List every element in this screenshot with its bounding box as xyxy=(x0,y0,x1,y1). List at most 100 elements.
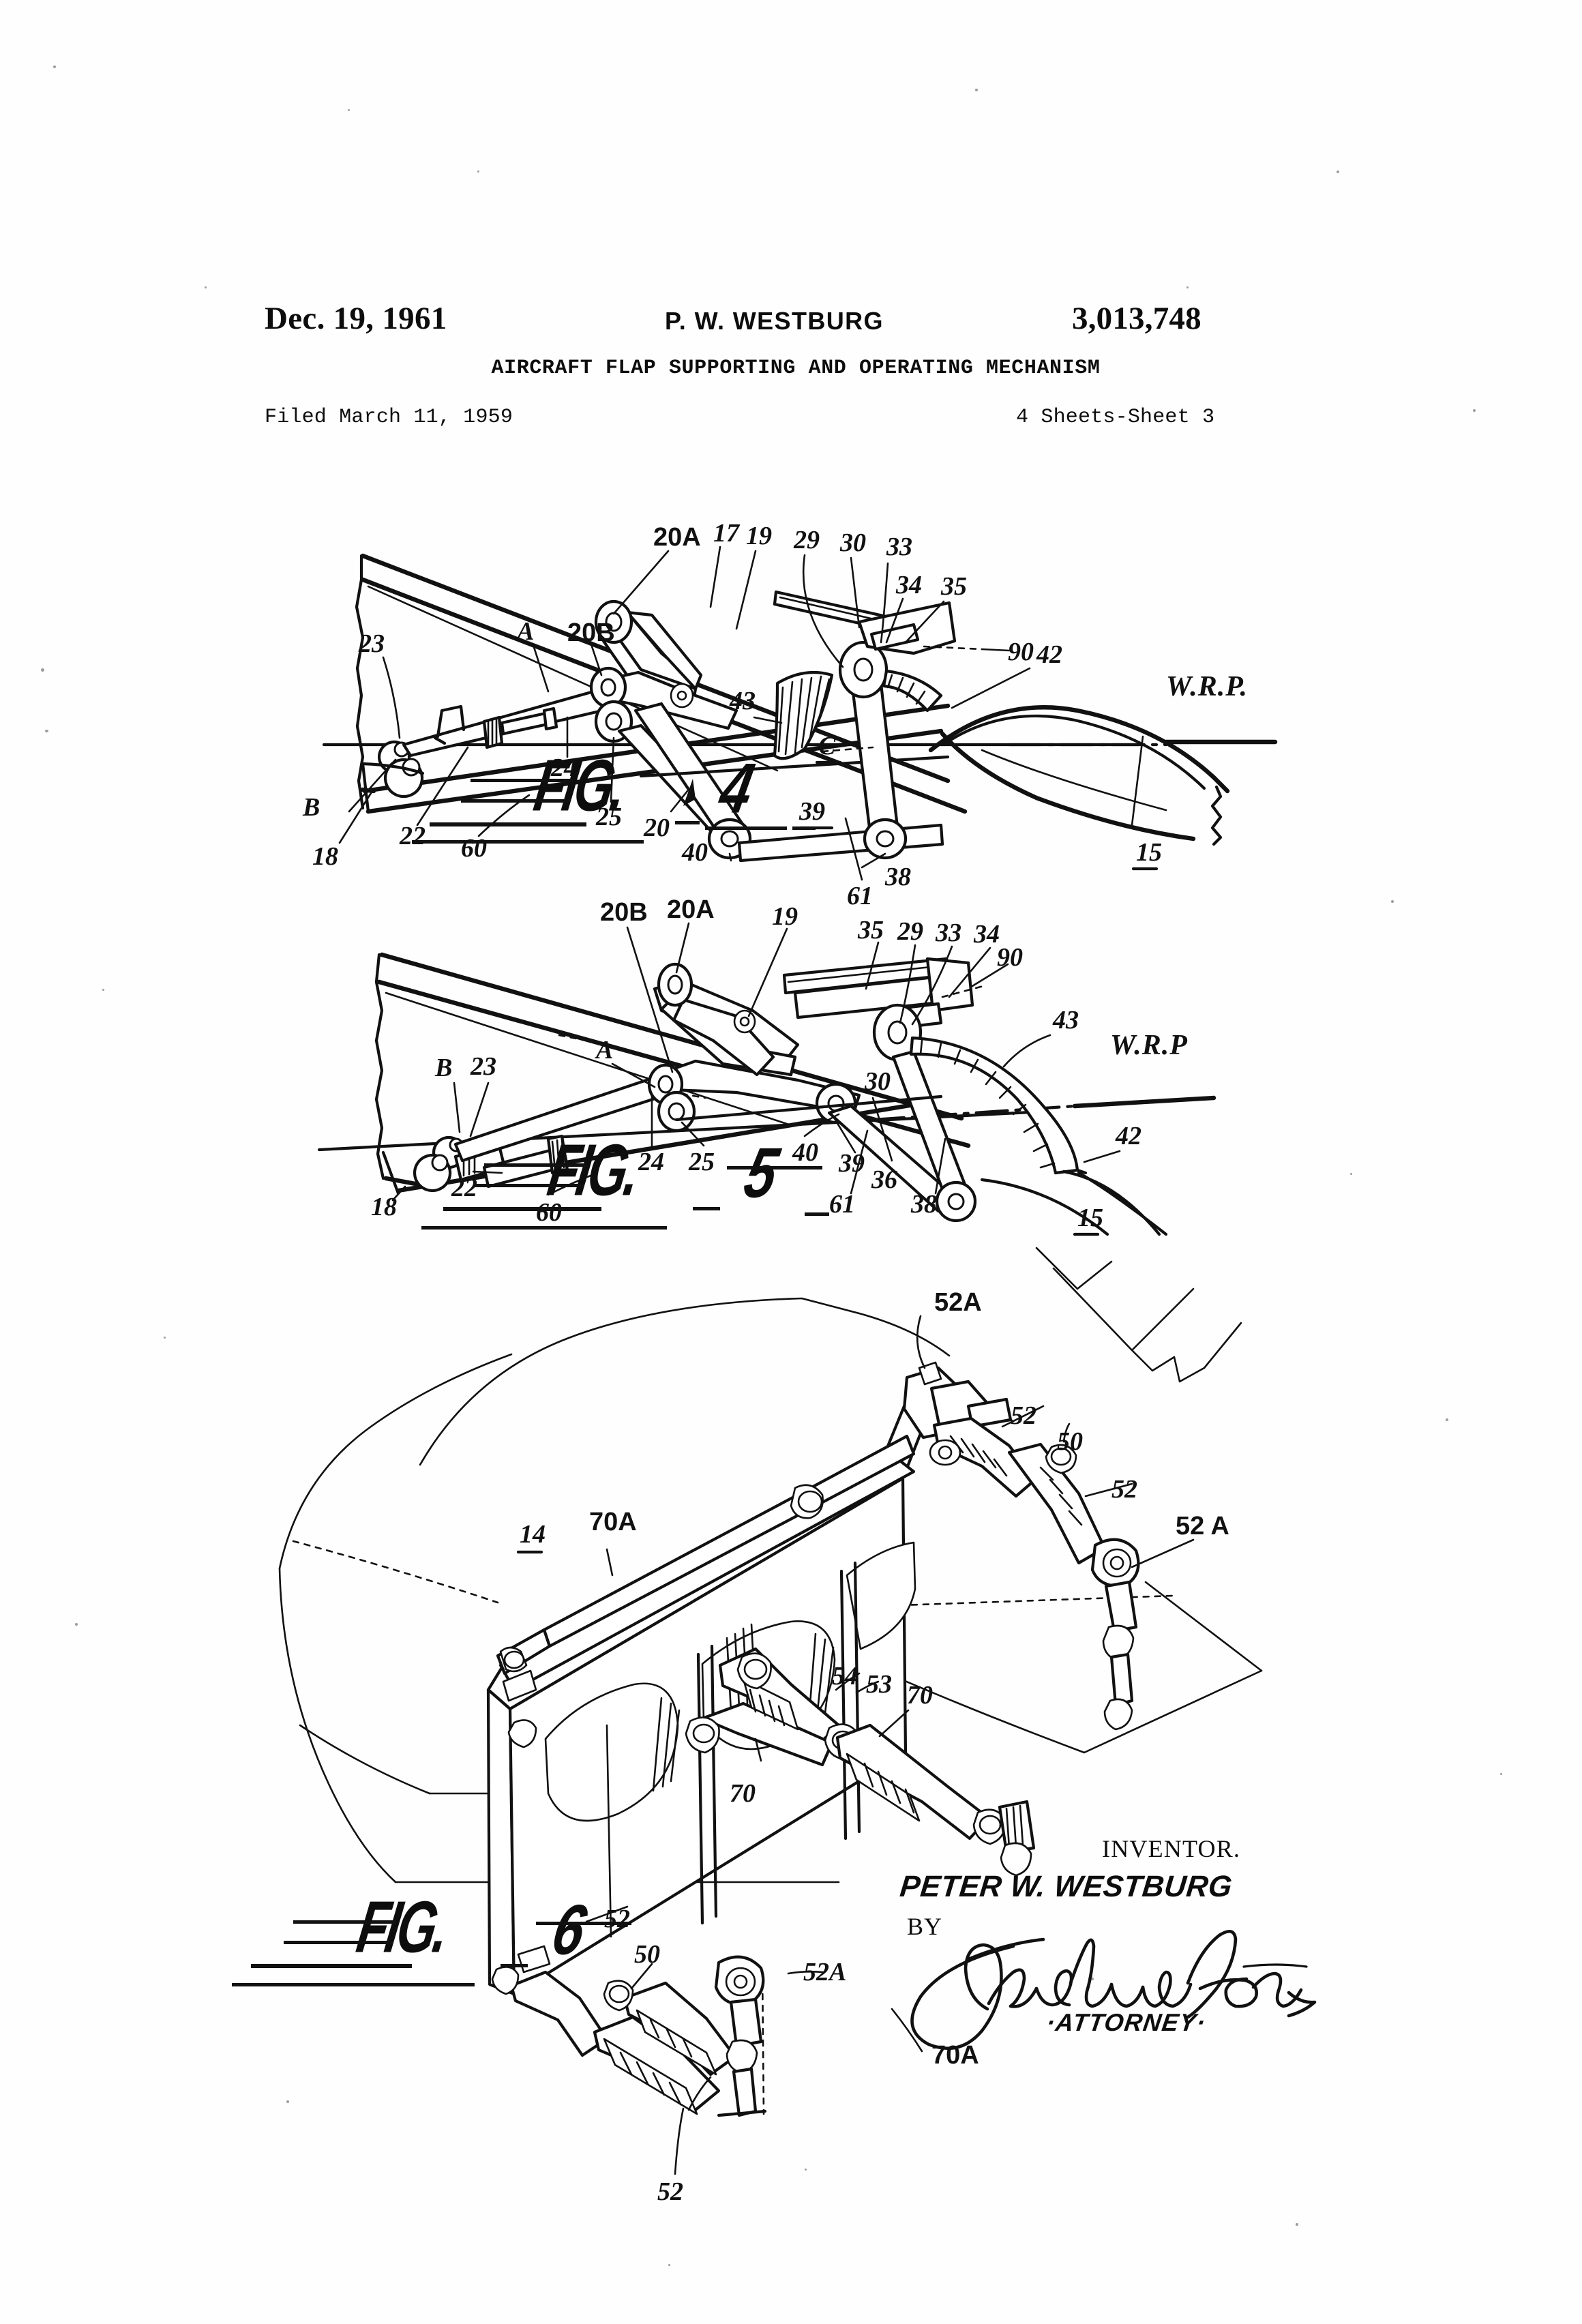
fig4-caption-prefix: FIG. xyxy=(529,744,630,826)
inventor-name: PETER W. WESTBURG xyxy=(898,1870,1234,1903)
inventor-label: INVENTOR. xyxy=(1102,1835,1241,1862)
fig6-label-52A-right: 52 A xyxy=(1176,1512,1229,1540)
patent-date: Dec. 19, 1961 xyxy=(265,301,447,336)
fig4-label-39: 39 xyxy=(799,797,825,826)
figure-6-caption: FIG. 6 xyxy=(232,1886,675,1986)
patent-title: AIRCRAFT FLAP SUPPORTING AND OPERATING M… xyxy=(491,357,1101,380)
fig4-flap-15 xyxy=(821,705,1230,846)
fig5-label-B: B xyxy=(434,1054,452,1082)
fig5-label-20A: 20A xyxy=(667,895,715,924)
fig6-callout-numerals: 52A 52 50 52 52 A 14 70A 54 53 70 70 52 … xyxy=(516,1288,1229,2206)
fig6-label-70-right: 70 xyxy=(907,1681,933,1710)
fig4-label-60: 60 xyxy=(461,834,487,863)
fig5-label-18: 18 xyxy=(371,1193,397,1221)
fig5-label-A: A xyxy=(595,1036,613,1064)
fig5-label-25: 25 xyxy=(688,1148,715,1176)
sheet-count: 4 Sheets-Sheet 3 xyxy=(1016,406,1215,429)
fig5-label-wrp: W.R.P xyxy=(1110,1030,1188,1061)
fig4-label-33: 33 xyxy=(886,533,912,561)
fig5-actuator-rod-assembly xyxy=(782,957,985,1062)
fig4-label-34: 34 xyxy=(895,571,922,599)
fig5-flap-nose-43 xyxy=(909,1036,1088,1175)
fig5-label-90: 90 xyxy=(997,943,1023,972)
figure-6: 52A 52 50 52 52 A 14 70A 54 53 70 70 52 … xyxy=(225,1247,1330,2206)
fig5-link-arm-A xyxy=(453,1074,668,1189)
fig6-inboard-fitting-cluster xyxy=(509,1955,767,2117)
fig4-leader-lines xyxy=(338,546,1031,881)
fig4-label-15: 15 xyxy=(1136,838,1162,867)
fig4-label-42: 42 xyxy=(1036,640,1062,669)
fig6-label-70-center: 70 xyxy=(730,1779,756,1808)
figure-4: 20A 17 19 29 30 33 34 35 20B A 23 24 25 … xyxy=(259,471,1323,910)
fig4-label-18: 18 xyxy=(312,842,338,871)
sheet-header: Dec. 19, 1961 P. W. WESTBURG 3,013,748 A… xyxy=(0,300,1582,429)
fig6-upper-rail xyxy=(496,1434,916,1675)
fig5-label-34: 34 xyxy=(973,920,1000,949)
fig5-label-40: 40 xyxy=(792,1138,818,1167)
fig5-label-29: 29 xyxy=(897,917,923,946)
fig4-label-C: C xyxy=(818,732,836,760)
fig5-label-23: 23 xyxy=(470,1052,496,1081)
fig6-label-52-bottom: 52 xyxy=(657,2177,683,2206)
fig6-label-53: 53 xyxy=(866,1670,892,1699)
fig5-label-15: 15 xyxy=(1077,1204,1103,1232)
fig4-label-17: 17 xyxy=(713,519,741,548)
fig4-label-90: 90 xyxy=(1008,638,1034,666)
fig5-callout-numerals: 20B 20A 19 35 29 33 34 90 43 30 B 23 A 2… xyxy=(371,895,1188,1236)
fig4-label-B: B xyxy=(302,793,320,822)
fig5-label-42: 42 xyxy=(1115,1122,1141,1150)
fig5-label-38: 38 xyxy=(910,1190,937,1219)
fig4-callout-numerals: 20A 17 19 29 30 33 34 35 20B A 23 24 25 … xyxy=(302,519,1248,910)
fig4-label-24: 24 xyxy=(550,754,577,782)
fig5-label-60: 60 xyxy=(536,1198,562,1227)
fig5-label-39: 39 xyxy=(838,1149,865,1178)
figure-4-caption: FIG. 4 xyxy=(412,744,825,844)
fig4-label-29: 29 xyxy=(793,526,820,554)
fig5-label-22: 22 xyxy=(451,1174,477,1202)
patent-inventor: P. W. WESTBURG xyxy=(665,307,884,335)
fig6-label-70A-low: 70A xyxy=(931,2041,979,2070)
fig5-caption-prefix: FIG. xyxy=(543,1129,644,1211)
fig5-label-35: 35 xyxy=(857,916,884,944)
fig4-label-30: 30 xyxy=(839,528,866,557)
fig4-label-A: A xyxy=(516,617,534,646)
fig5-drive-links xyxy=(674,1049,977,1223)
fig4-label-38: 38 xyxy=(884,863,911,891)
fig4-label-20: 20 xyxy=(643,814,670,842)
patent-number: 3,013,748 xyxy=(1072,301,1202,336)
fig4-label-22: 22 xyxy=(399,822,426,850)
fig5-label-24: 24 xyxy=(638,1148,664,1176)
fig4-flap-nose-43 xyxy=(773,669,943,760)
fig6-label-52-mid: 52 xyxy=(1111,1475,1137,1504)
fig4-screw-jack-24 xyxy=(482,706,558,749)
fig4-label-20A: 20A xyxy=(653,523,701,552)
fig4-label-19: 19 xyxy=(746,522,772,550)
fig4-label-25: 25 xyxy=(595,803,622,831)
fig6-label-50-top: 50 xyxy=(1057,1427,1083,1456)
fig6-caption-prefix: FIG. xyxy=(352,1886,453,1968)
fig5-leader-lines xyxy=(391,922,1121,1202)
fig4-arrow-20 xyxy=(683,779,696,806)
fig5-flap-15 xyxy=(980,1170,1168,1236)
fig6-leader-lines xyxy=(585,1315,1195,2111)
fig5-label-19: 19 xyxy=(772,902,798,931)
figure-5: 20B 20A 19 35 29 33 34 90 43 30 B 23 A 2… xyxy=(259,852,1323,1236)
fig5-label-20B: 20B xyxy=(600,898,648,927)
fig5-label-33: 33 xyxy=(935,919,961,947)
fig4-drive-links xyxy=(617,702,752,860)
fig4-label-20B: 20B xyxy=(567,619,615,647)
attorney-signature: Godwin Coates xyxy=(910,1929,1317,2051)
fig4-label-61: 61 xyxy=(847,882,873,910)
fig6-label-52-low: 52 xyxy=(604,1905,630,1933)
fig4-label-wrp: W.R.P. xyxy=(1166,671,1248,702)
fig5-label-30: 30 xyxy=(864,1067,891,1096)
fig6-label-52A-top: 52A xyxy=(934,1288,982,1317)
fig6-label-54: 54 xyxy=(832,1662,858,1690)
fig4-label-23: 23 xyxy=(358,629,385,658)
fig5-label-61: 61 xyxy=(829,1190,855,1219)
fig6-outboard-fitting-cluster xyxy=(902,1361,1140,1731)
fig4-label-43: 43 xyxy=(729,687,756,715)
attorney-label: ·ATTORNEY· xyxy=(1045,2008,1208,2036)
fig4-actuator-rod-assembly xyxy=(773,590,983,655)
fig6-label-50-low: 50 xyxy=(634,1940,660,1969)
